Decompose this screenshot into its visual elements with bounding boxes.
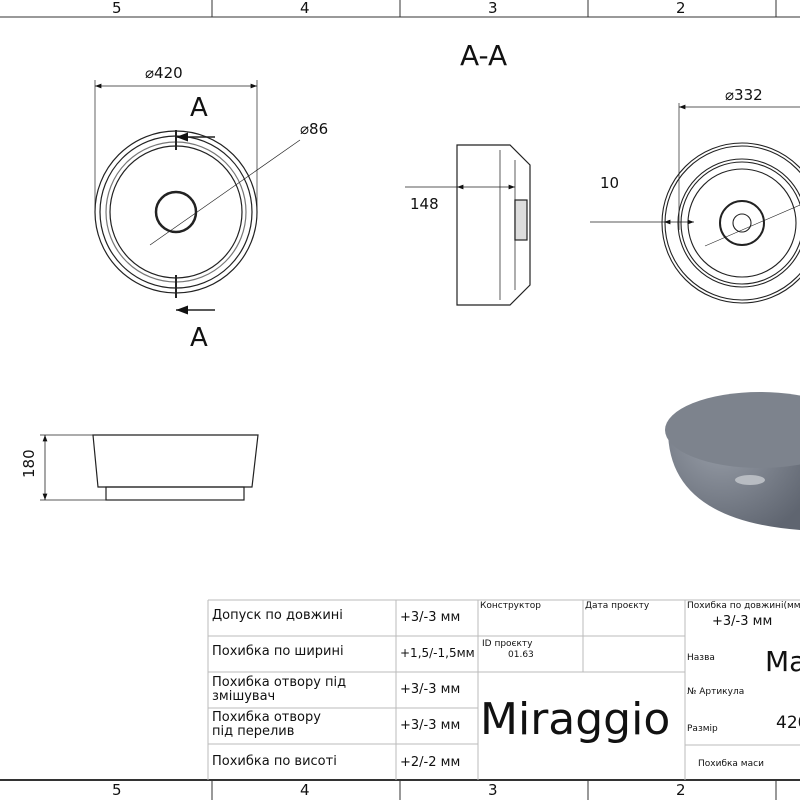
column-label: 4 (300, 781, 310, 799)
column-label: 5 (112, 781, 122, 799)
side-view (40, 434, 259, 501)
section-title: A-A (460, 39, 508, 72)
project-id: 01.63 (508, 650, 534, 660)
dimension-label: 180 (20, 449, 38, 478)
tolerance-label: Похибка отвору під змішувач (212, 675, 347, 704)
tolerance-value: +1,5/-1,5мм (400, 646, 475, 660)
section-marker: A (190, 93, 208, 123)
column-label: 2 (676, 781, 686, 799)
bowl-render-3d (665, 392, 800, 530)
size-value: 420 (776, 713, 800, 733)
column-label: 5 (112, 0, 122, 17)
section-view (405, 144, 531, 306)
top-view (94, 80, 301, 315)
length-tolerance-label: Похибка по довжині(мм) (687, 601, 800, 611)
dimension-label: ⌀86 (300, 120, 329, 138)
length-tolerance-value: +3/-3 мм (712, 614, 773, 629)
brand-logo: Miraggio (480, 694, 671, 745)
project-id-label: ID проєкту (482, 639, 533, 649)
tolerance-label: Похибка по ширині (212, 644, 344, 659)
dimension-label: ⌀420 (145, 64, 183, 82)
tolerance-value: +3/-3 мм (400, 718, 461, 733)
dimension-label: 148 (410, 195, 439, 213)
bottom-view (590, 103, 800, 304)
title-block-grid (207, 599, 800, 780)
tolerance-value: +3/-3 мм (400, 682, 461, 697)
column-label: 2 (676, 0, 686, 17)
column-label: 3 (488, 0, 498, 17)
column-label: 3 (488, 781, 498, 799)
tolerance-value: +2/-2 мм (400, 755, 461, 770)
mass-tolerance-label: Похибка маси (698, 759, 764, 769)
size-label: Размір (687, 724, 718, 734)
tolerance-label: Похибка отвору під перелив (212, 710, 321, 739)
tolerance-value: +3/-3 мм (400, 610, 461, 625)
column-label: 4 (300, 0, 310, 17)
name-label: Назва (687, 653, 715, 663)
article-label: № Артикула (687, 687, 745, 697)
dimension-label: ⌀332 (725, 86, 763, 104)
designer-label: Конструктор (480, 601, 541, 611)
tolerance-label: Похибка по висоті (212, 754, 337, 769)
section-marker: A (190, 323, 208, 353)
product-name: Ма (765, 645, 800, 678)
dimension-label: 10 (600, 174, 620, 192)
tolerance-label: Допуск по довжині (212, 608, 343, 623)
date-label: Дата проєкту (585, 601, 650, 611)
